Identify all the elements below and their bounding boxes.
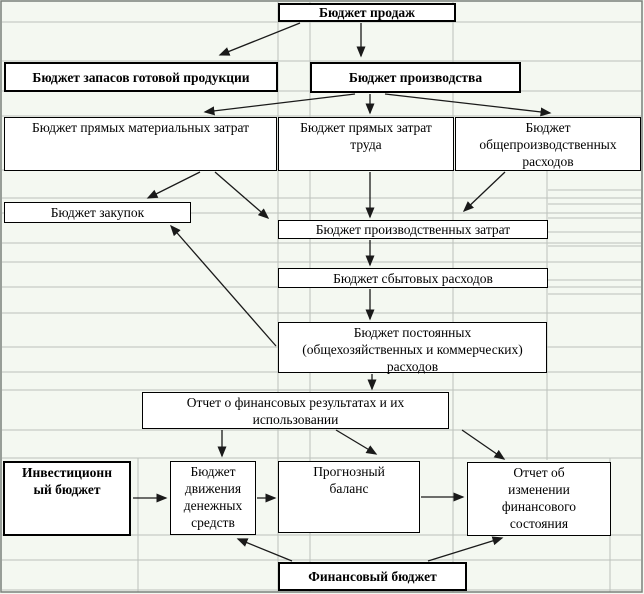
arrow-materials-to-production-costs: [214, 171, 270, 219]
overhead-budget-label: Бюджет общепроизводственных расходов: [479, 120, 617, 169]
overhead-budget-node: Бюджет общепроизводственных расходов: [455, 117, 641, 171]
arrow-financial-budget-to-financial-position: [427, 536, 504, 562]
forecast-balance-node: Прогнозный баланс: [278, 461, 420, 533]
direct-materials-budget-label: Бюджет прямых материальных затрат: [31, 120, 250, 135]
production-costs-budget-label: Бюджет производственных затрат: [315, 222, 511, 237]
income-statement-label: Отчет о финансовых результатах и их испо…: [186, 395, 405, 427]
cash-flow-budget-node: Бюджет движения денежных средств: [170, 461, 256, 535]
arrow-overhead-to-production-costs: [462, 171, 506, 213]
selling-costs-budget-label: Бюджет сбытовых расходов: [333, 270, 493, 286]
arrow-production-to-materials: [203, 93, 356, 116]
selling-costs-budget-node: Бюджет сбытовых расходов: [278, 268, 548, 288]
arrow-production-to-overhead: [384, 93, 552, 117]
arrow-sales-to-finished-goods: [218, 22, 301, 56]
arrow-financial-budget-to-cash-flow: [236, 538, 293, 562]
investment-budget-label: Инвестиционн ый бюджет: [22, 465, 112, 497]
arrow-materials-to-purchases: [146, 171, 201, 199]
financial-budget-node: Финансовый бюджет: [278, 562, 467, 591]
direct-labor-budget-node: Бюджет прямых затрат труда: [278, 117, 454, 171]
production-budget-node: Бюджет производства: [310, 62, 521, 93]
finished-goods-budget-label: Бюджет запасов готовой продукции: [32, 69, 250, 85]
income-statement-node: Отчет о финансовых результатах и их испо…: [142, 392, 449, 429]
cash-flow-budget-label: Бюджет движения денежных средств: [183, 464, 243, 530]
purchases-budget-label: Бюджет закупок: [50, 205, 145, 220]
financial-budget-label: Финансовый бюджет: [308, 569, 437, 584]
production-budget-label: Бюджет производства: [348, 70, 483, 85]
finished-goods-budget-node: Бюджет запасов готовой продукции: [4, 62, 278, 92]
arrow-income-statement-to-forecast-balance: [335, 429, 378, 455]
financial-position-report-node: Отчет об изменении финансового состояния: [467, 462, 611, 536]
arrow-income-statement-to-financial-position: [461, 429, 506, 460]
fixed-costs-budget-node: Бюджет постоянных (общехозяйственных и к…: [278, 322, 547, 374]
sales-budget-label: Бюджет продаж: [319, 5, 415, 20]
production-costs-budget-node: Бюджет производственных затрат: [278, 220, 548, 239]
purchases-budget-node: Бюджет закупок: [4, 202, 191, 223]
forecast-balance-label: Прогнозный баланс: [313, 464, 385, 496]
sales-budget-node: Бюджет продаж: [278, 3, 456, 22]
direct-labor-budget-label: Бюджет прямых затрат труда: [300, 120, 432, 152]
fixed-costs-budget-label: Бюджет постоянных (общехозяйственных и к…: [302, 325, 523, 374]
direct-materials-budget-node: Бюджет прямых материальных затрат: [4, 117, 277, 171]
investment-budget-node: Инвестиционн ый бюджет: [3, 461, 131, 536]
financial-position-report-label: Отчет об изменении финансового состояния: [501, 465, 577, 531]
arrow-fixed-costs-to-purchases: [170, 224, 277, 347]
